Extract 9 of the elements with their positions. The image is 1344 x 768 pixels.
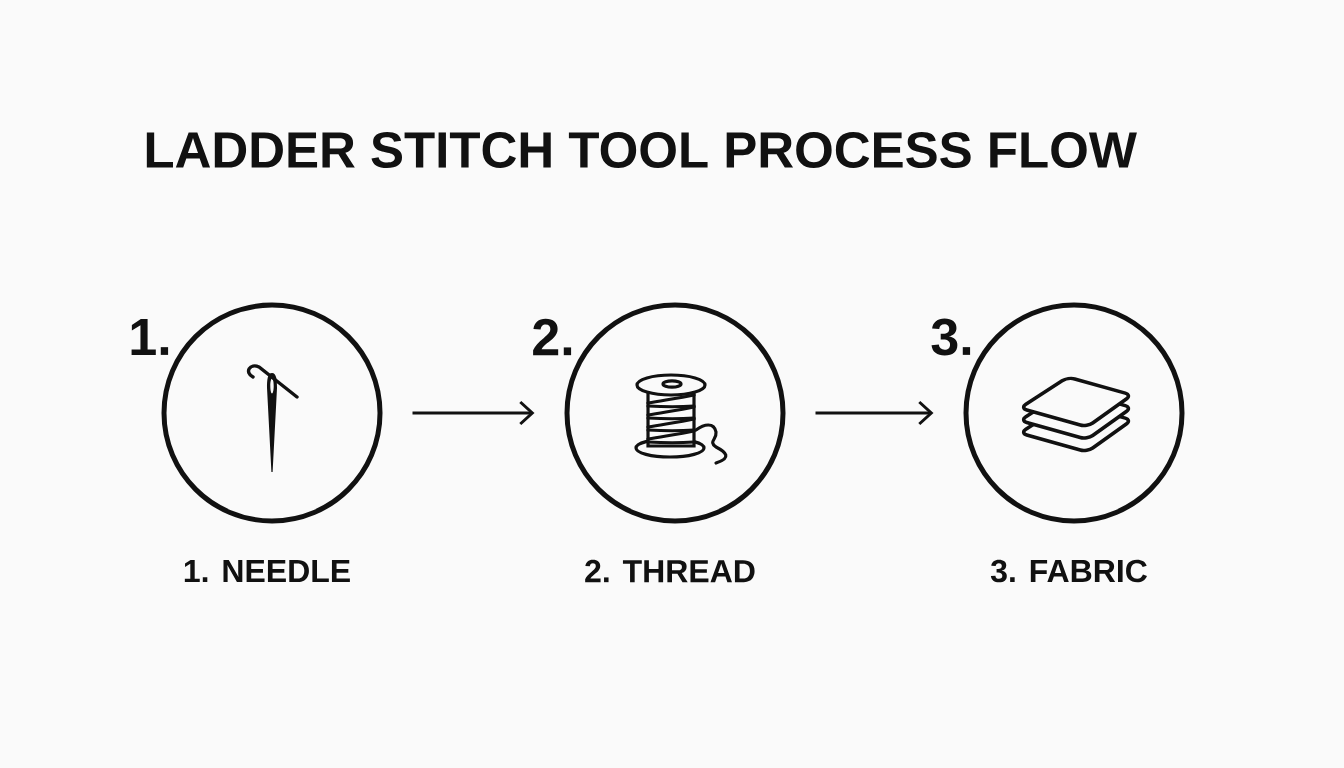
arrow [412,400,535,426]
step-caption: 2. THREAD [585,559,755,583]
step-caption: 1. NEEDLE [184,560,350,582]
title: LADDER STITCH TOOL PROCESS FLOW [146,131,1137,169]
step-number: 2. [533,318,572,356]
step-number: 1. [131,319,169,355]
arrow [815,400,934,426]
step-caption: 3. FABRIC [990,559,1147,583]
step-number: 3. [931,318,971,356]
